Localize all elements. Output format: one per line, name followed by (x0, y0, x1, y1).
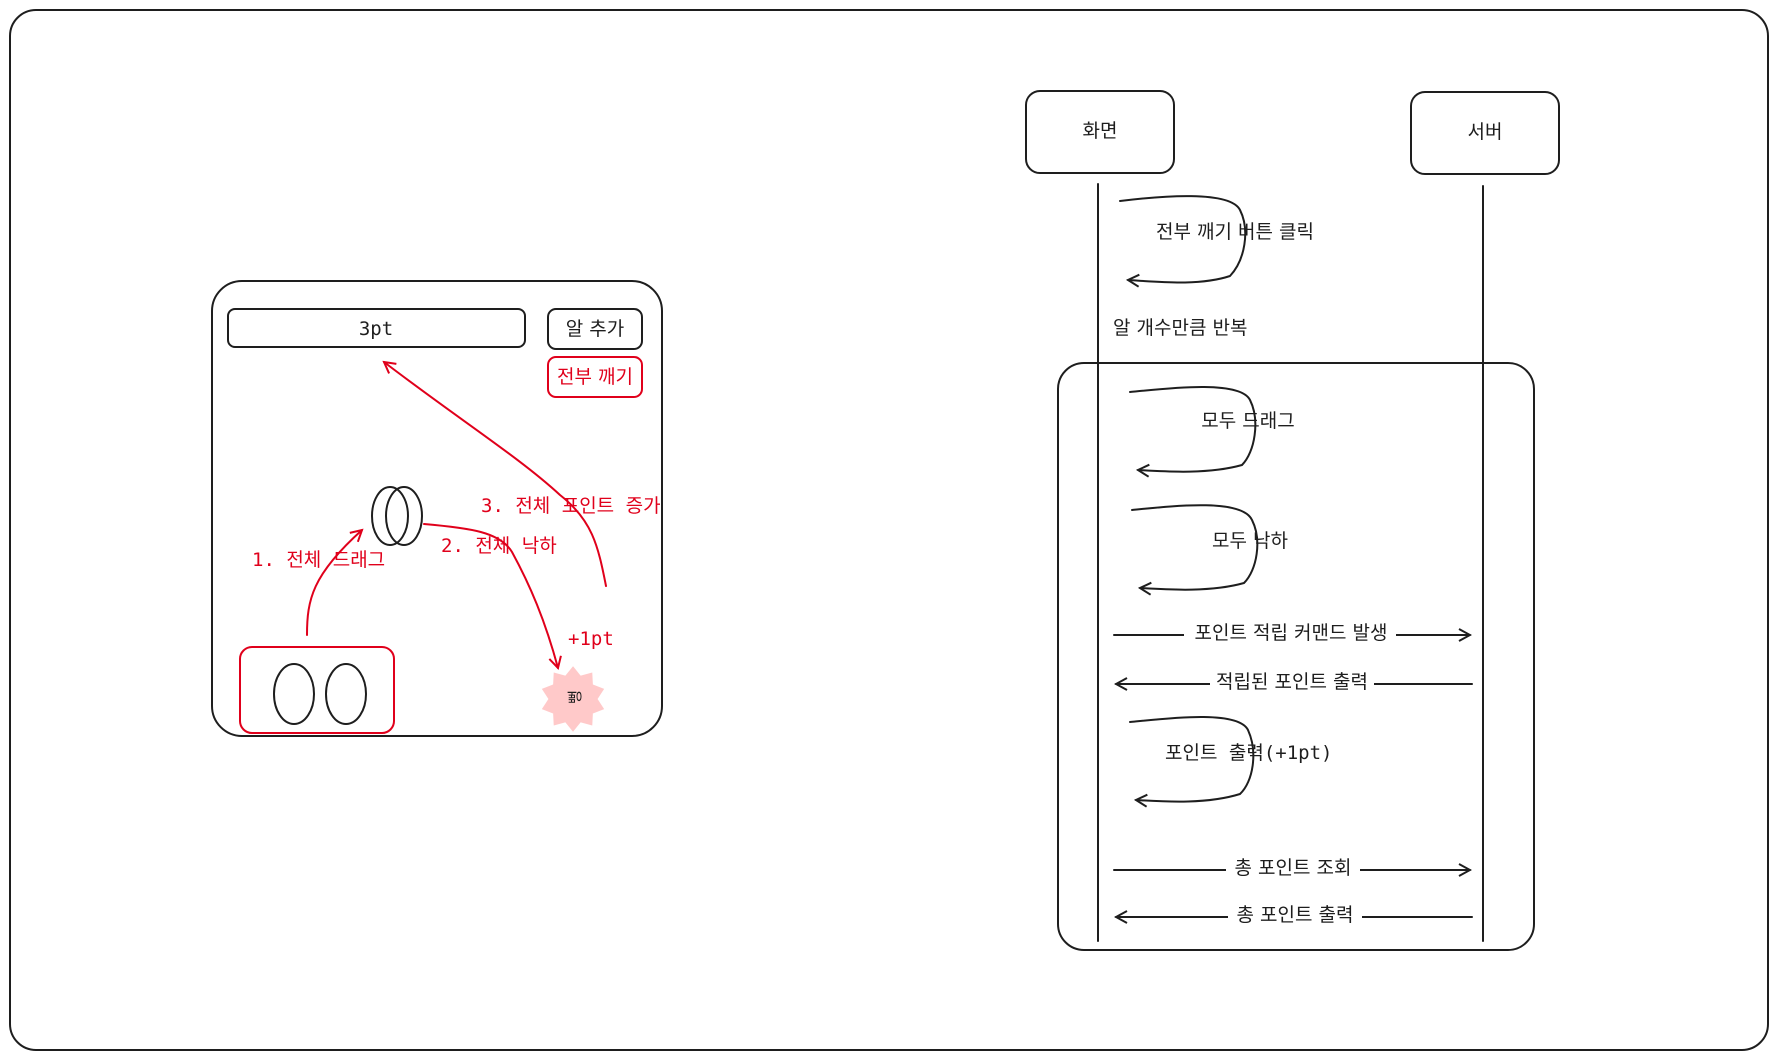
add-egg-button-label: 알 추가 (566, 318, 624, 340)
phone-frame (211, 280, 663, 737)
drag-arrow (306, 530, 362, 636)
step1-label: 1. 전체 드래그 (252, 549, 385, 571)
msg-accrued-output: 적립된 포인트 출력 (1216, 671, 1368, 693)
participant-screen-label: 화면 (1083, 120, 1118, 142)
outer-frame (9, 9, 1769, 1051)
participant-server: 서버 (1410, 91, 1560, 175)
participant-server-label: 서버 (1468, 121, 1503, 143)
burst-icon: 뻥 (541, 666, 605, 732)
egg-icon (273, 663, 315, 725)
wireframe-panel: 3pt 알 추가 전부 깨기 뻥 (211, 280, 663, 737)
step3-label: 3. 전체 포인트 증가 (481, 495, 661, 517)
msg-point-command: 포인트 적립 커맨드 발생 (1195, 622, 1388, 644)
sequence-diagram: 화면 서버 전부 깨기 버튼 클릭 알 개수만큼 반복 모두 드래그 모두 낙하… (1025, 90, 1560, 951)
break-all-button-label: 전부 깨기 (557, 366, 633, 388)
participant-screen: 화면 (1025, 90, 1175, 174)
msg-total-query: 총 포인트 조회 (1235, 857, 1352, 879)
drop-arrow (423, 523, 558, 668)
plus-point-label: +1pt (568, 628, 614, 650)
self-arrow-point-output (1129, 716, 1255, 802)
loop-frame (1057, 362, 1535, 951)
step2-label: 2. 전체 낙하 (441, 535, 557, 557)
dragged-eggs-icon (371, 486, 423, 546)
burst-label: 뻥 (566, 690, 584, 704)
egg-icon (325, 663, 367, 725)
self-arrow-break-all (1119, 195, 1247, 282)
msg-point-output: 포인트 출력(+1pt) (1165, 742, 1332, 764)
msg-total-output: 총 포인트 출력 (1237, 904, 1354, 926)
self-arrow-drop-all (1131, 504, 1259, 589)
msg-drop-all: 모두 낙하 (1212, 530, 1288, 552)
egg-group[interactable] (239, 646, 395, 734)
add-egg-button[interactable]: 알 추가 (547, 308, 643, 350)
self-arrow-drag-all (1129, 386, 1257, 472)
loop-label: 알 개수만큼 반복 (1113, 317, 1247, 339)
msg-break-all-click: 전부 깨기 버튼 클릭 (1156, 221, 1314, 243)
points-display-box (227, 308, 526, 348)
point-increase-arrow (384, 362, 607, 587)
points-display: 3pt (359, 318, 393, 340)
msg-drag-all: 모두 드래그 (1201, 410, 1294, 432)
break-all-button[interactable]: 전부 깨기 (547, 356, 643, 398)
